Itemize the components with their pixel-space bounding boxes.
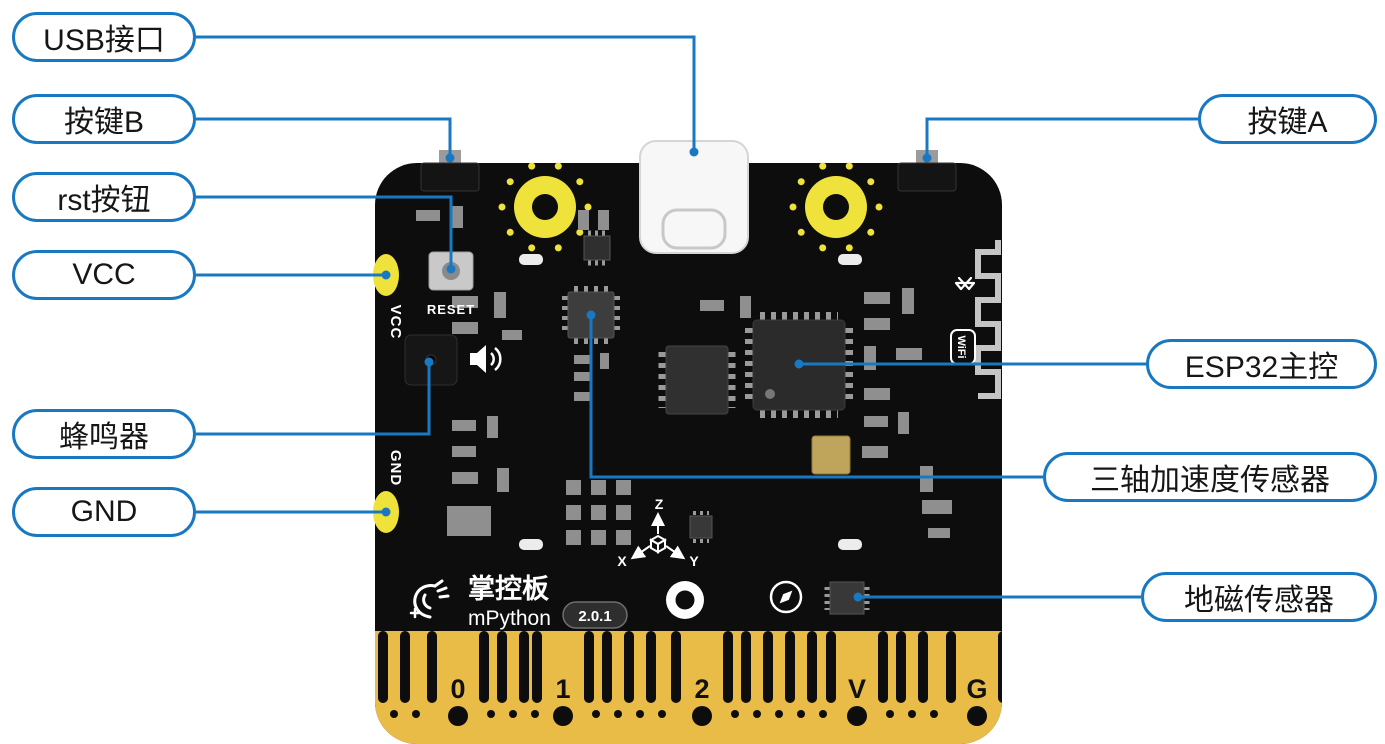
version-label: 2.0.1 [578, 608, 611, 625]
pin-label-0: 0 [450, 674, 465, 704]
callout-accelerometer: 三轴加速度传感器 [1043, 452, 1377, 502]
pin-label-v: V [848, 674, 866, 704]
mpython-logo-icon [409, 579, 450, 619]
callout-button-a: 按键A [1198, 94, 1377, 144]
callout-vcc: VCC [12, 250, 196, 300]
callout-buzzer: 蜂鸣器 [12, 409, 196, 459]
callout-endpoints [381, 147, 932, 602]
small-ic [583, 230, 611, 266]
brand-name: 掌控板 [468, 574, 549, 604]
pin-label-1: 1 [555, 674, 570, 704]
crystal-component [811, 435, 851, 475]
version-badge: 2.0.1 [562, 601, 628, 629]
axis-indicator: Z X Y [617, 496, 699, 569]
reset-silk-label: RESET [427, 302, 475, 317]
edge-connector: 0 1 2 V G [375, 631, 1002, 744]
speaker-icon [470, 345, 502, 373]
mounting-hole [666, 581, 704, 619]
axis-z-label: Z [655, 496, 664, 512]
edge-connector-labels: 0 1 2 V G [450, 674, 987, 704]
callout-lines [196, 35, 1198, 599]
solder-pads [519, 254, 862, 550]
tiny-chip [689, 511, 713, 543]
vcc-silk-label: VCC [387, 305, 404, 340]
edge-connector-holes [448, 706, 987, 726]
callout-esp32: ESP32主控 [1146, 339, 1377, 389]
callout-reset-button: rst按钮 [12, 172, 196, 222]
flash-chip [658, 345, 736, 415]
callout-gnd: GND [12, 487, 196, 537]
wifi-antenna [975, 240, 1001, 399]
callout-button-b: 按键B [12, 94, 196, 144]
usb-c-connector [639, 140, 749, 254]
edge-connector-pin-dots [390, 710, 938, 718]
callout-magnetometer: 地磁传感器 [1141, 572, 1377, 622]
axis-y-label: Y [689, 553, 699, 569]
callout-usb-port: USB接口 [12, 12, 196, 62]
pin-label-g: G [966, 674, 987, 704]
wifi-icon-label: WiFi [955, 335, 967, 358]
smd-components [416, 206, 952, 545]
compass-icon [769, 580, 803, 614]
gnd-silk-label: GND [387, 450, 404, 486]
brand-subname: mPython [468, 607, 551, 630]
bluetooth-icon [954, 276, 976, 291]
pin-label-2: 2 [694, 674, 709, 704]
axis-x-label: X [617, 553, 627, 569]
